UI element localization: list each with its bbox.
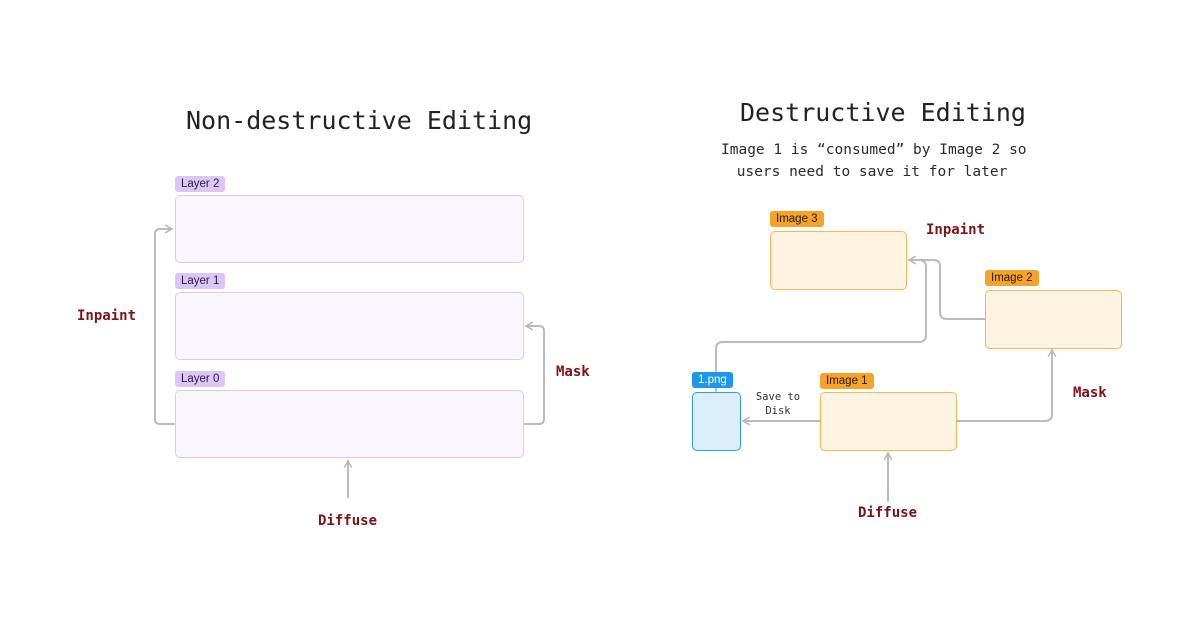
inpaint-connector-left xyxy=(154,224,175,425)
file-box xyxy=(692,392,741,451)
layer-2-tag: Layer 2 xyxy=(175,176,226,192)
image-1-box xyxy=(820,392,957,451)
layer-1-tag: Layer 1 xyxy=(175,273,226,289)
layer-1-box xyxy=(175,292,524,360)
save-note-line-2: Disk xyxy=(765,405,791,417)
layer-0-tag: Layer 0 xyxy=(175,371,226,387)
inpaint-label-right: Inpaint xyxy=(926,222,986,238)
image-1-tag: Image 1 xyxy=(820,373,874,389)
inpaint-label-left: Inpaint xyxy=(77,308,137,324)
mask-connector-left xyxy=(523,321,545,425)
right-title: Destructive Editing xyxy=(740,98,1026,127)
diffuse-label-left: Diffuse xyxy=(318,513,378,529)
save-note-line-1: Save to xyxy=(755,391,801,403)
left-title: Non-destructive Editing xyxy=(186,106,533,135)
right-subtitle-line-1: Image 1 is “consumed” by Image 2 so xyxy=(721,142,1027,158)
image-3-tag: Image 3 xyxy=(770,211,824,227)
inpaint-connector-image2-to-image3 xyxy=(908,255,986,320)
diffuse-label-right: Diffuse xyxy=(858,505,918,521)
right-subtitle-line-2: users need to save it for later xyxy=(736,164,1008,180)
file-tag: 1.png xyxy=(692,372,733,388)
mask-label-right: Mask xyxy=(1073,385,1107,401)
image-2-box xyxy=(985,290,1122,349)
image-3-box xyxy=(770,231,907,290)
mask-label-left: Mask xyxy=(556,364,590,380)
layer-2-box xyxy=(175,195,524,263)
image-2-tag: Image 2 xyxy=(985,270,1039,286)
mask-connector-image1-to-image2 xyxy=(956,349,1057,422)
layer-0-box xyxy=(175,390,524,458)
file-connector-to-image3 xyxy=(715,259,927,392)
